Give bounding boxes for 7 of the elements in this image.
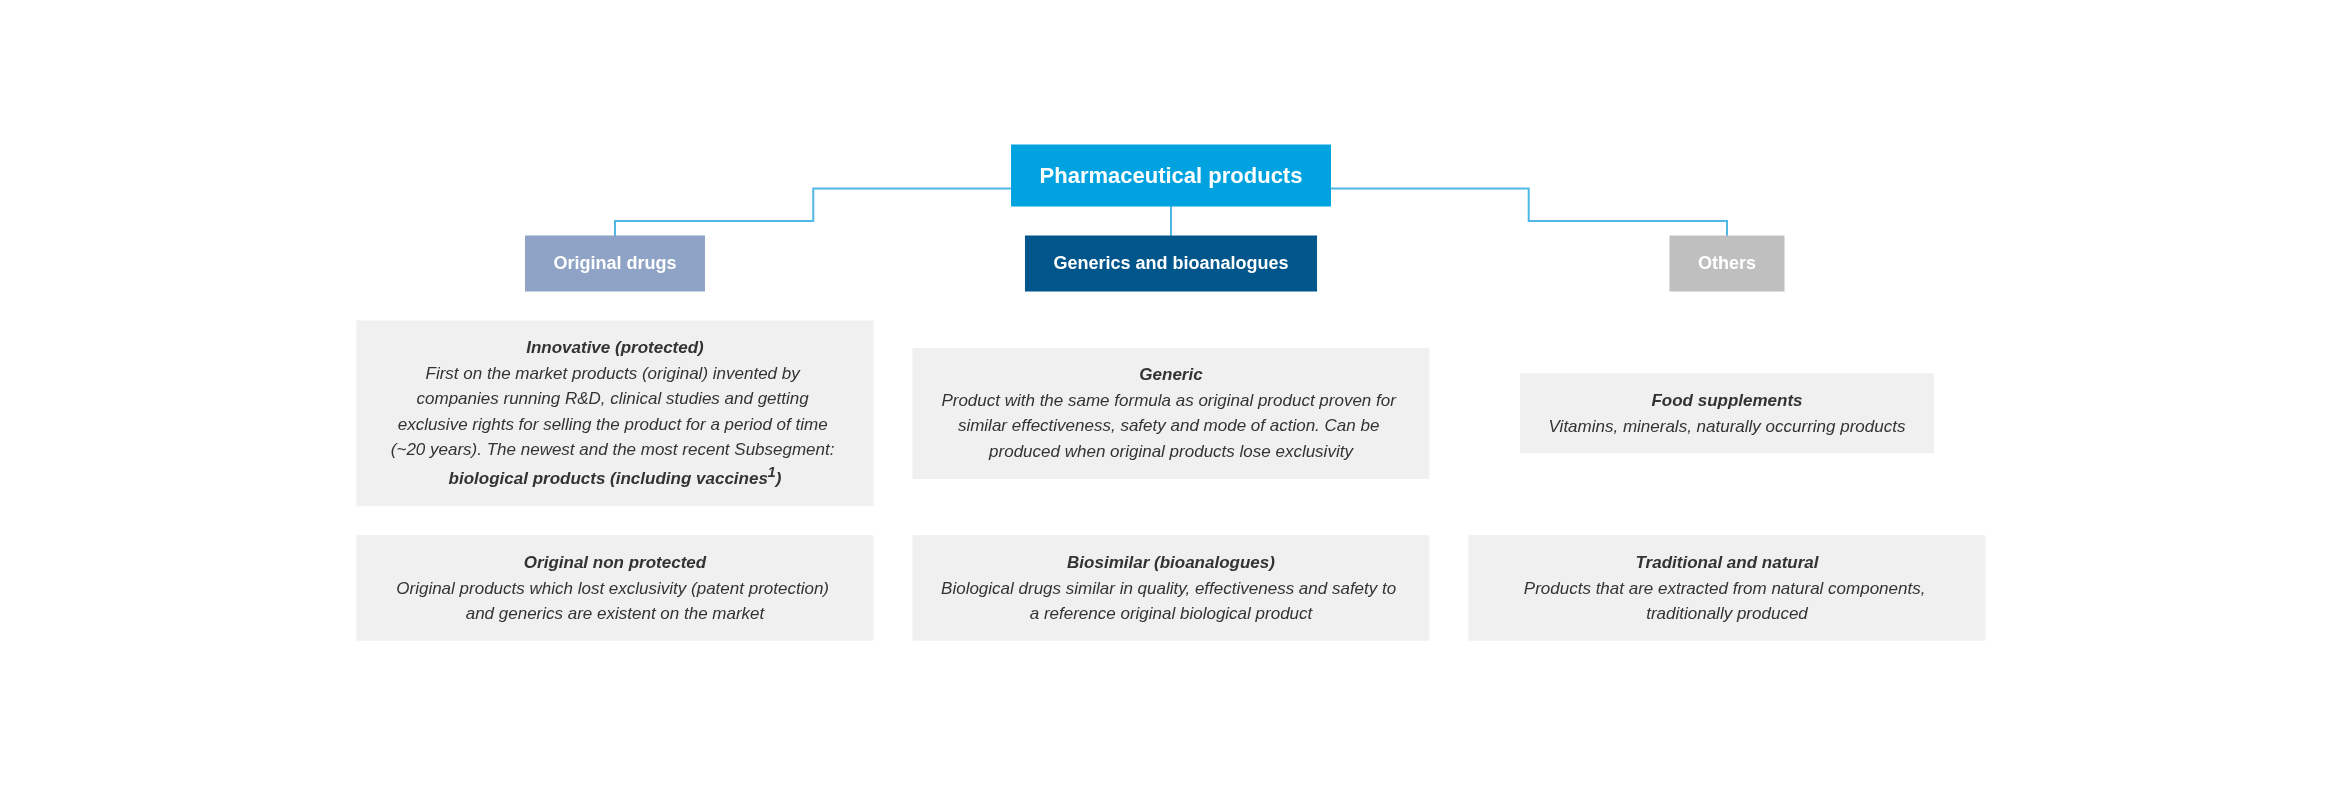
node-box: Pharmaceutical products <box>1010 144 1331 207</box>
connector <box>1328 187 1728 238</box>
node-box: Others <box>1669 235 1784 292</box>
node-box: Original drugs <box>524 235 705 292</box>
connector <box>1169 205 1172 238</box>
connector <box>613 187 1013 238</box>
node-box: Generics and bioanalogues <box>1024 235 1317 292</box>
